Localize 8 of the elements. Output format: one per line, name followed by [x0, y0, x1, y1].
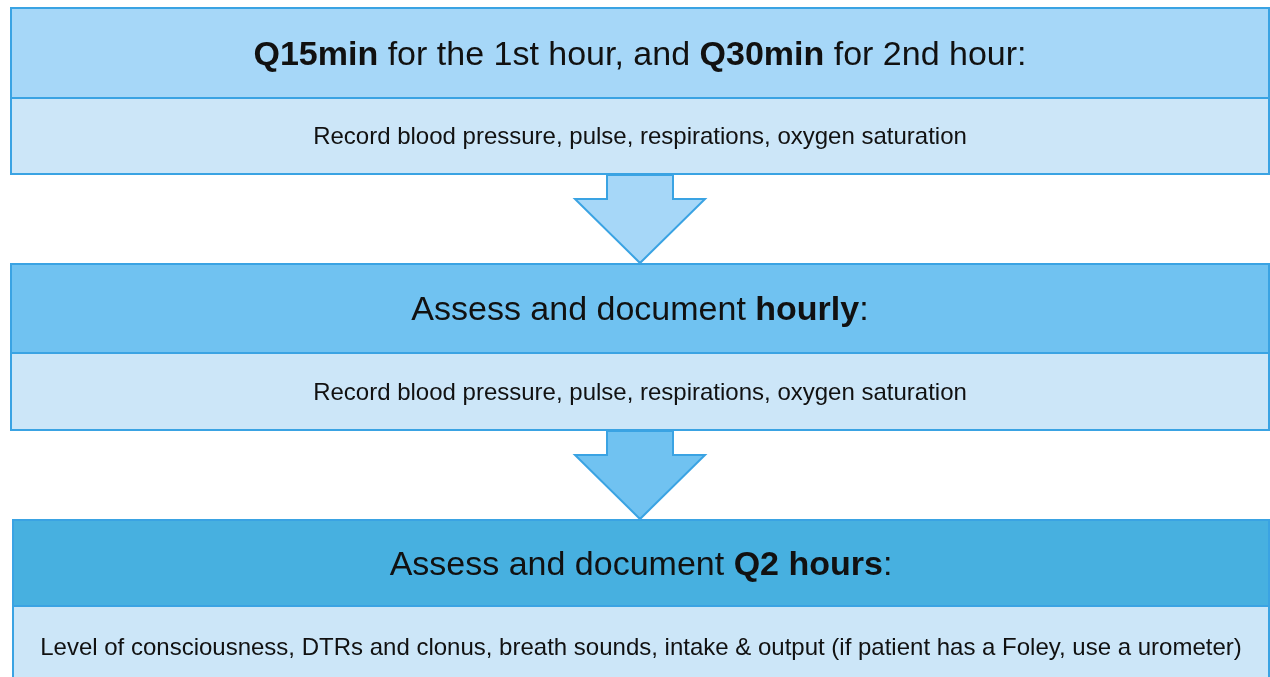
step-details: Record blood pressure, pulse, respirations, oxygen saturation [12, 99, 1268, 173]
block-arrow [572, 174, 708, 265]
step-panel [10, 7, 1270, 175]
step-panel [12, 519, 1270, 677]
block-arrow [572, 430, 708, 521]
step-details: Level of consciousness, DTRs and clonus, breath sounds, intake & output (if patient has a Foley, use a urometer) [14, 607, 1268, 677]
step-details: Record blood pressure, pulse, respirations, oxygen saturation [12, 354, 1268, 429]
step-panel [10, 263, 1270, 431]
